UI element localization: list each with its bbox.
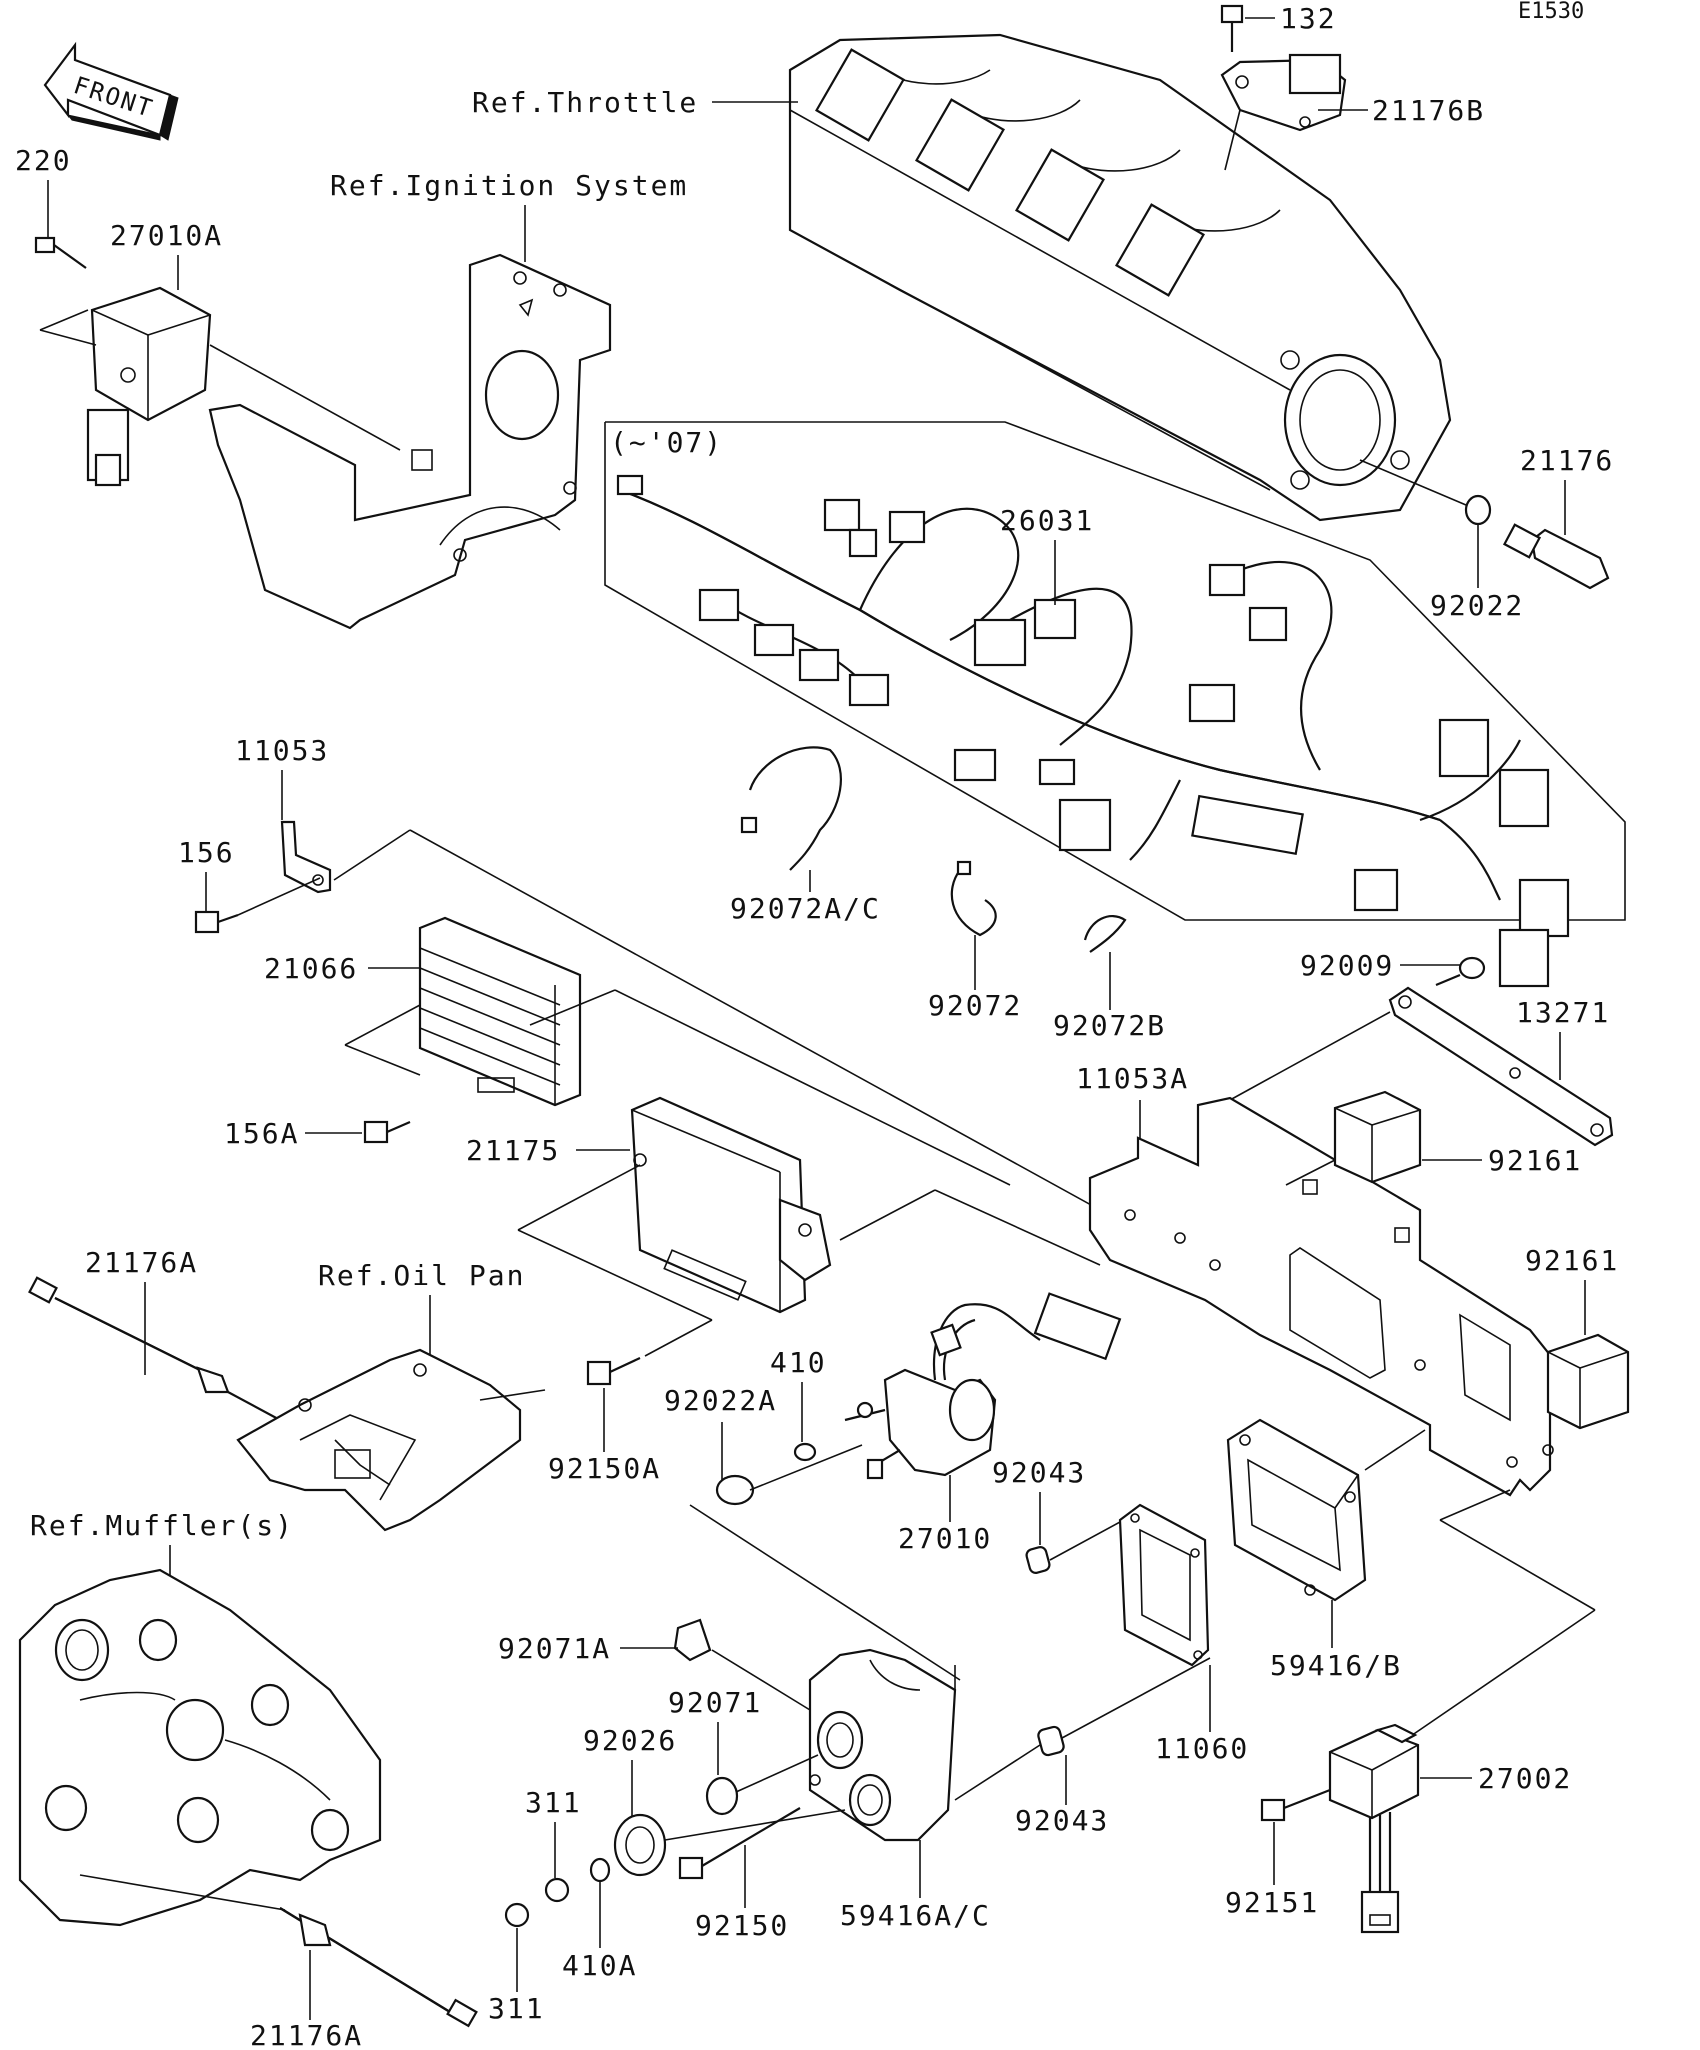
nut-311a-drawing xyxy=(544,1877,570,1903)
pad-92161a-drawing xyxy=(1333,1090,1422,1184)
sensor-21176A-lower-drawing xyxy=(279,1907,478,2028)
cap-92071A-drawing xyxy=(673,1618,712,1662)
bolt-220-drawing xyxy=(34,236,87,269)
part-21176: 21176 xyxy=(1520,444,1614,477)
ref-muffler: Ref.Muffler(s) xyxy=(30,1509,294,1542)
ref-throttle: Ref.Throttle xyxy=(472,86,698,119)
cover-59416AC-drawing xyxy=(808,1648,957,1842)
part-92071: 92071 xyxy=(668,1686,762,1719)
bolt-156A-drawing xyxy=(363,1120,411,1144)
part-311b: 311 xyxy=(488,1992,545,2025)
part-156A: 156A xyxy=(224,1117,299,1150)
diagram-code: E1530 xyxy=(1518,0,1584,24)
nut-311b-drawing xyxy=(504,1902,530,1928)
housing-59416B-drawing xyxy=(1226,1418,1367,1602)
clamp-92072B-drawing xyxy=(1083,914,1127,953)
part-21176B: 21176B xyxy=(1372,94,1485,127)
part-92151: 92151 xyxy=(1225,1886,1319,1919)
ref-ignition-system: Ref.Ignition System xyxy=(330,169,688,202)
sensor-27002-drawing xyxy=(1328,1723,1420,1934)
part-92026: 92026 xyxy=(583,1724,677,1757)
relay-27010A-drawing xyxy=(86,286,212,487)
part-27010: 27010 xyxy=(898,1522,992,1555)
ignition-bracket-drawing xyxy=(208,253,612,630)
part-11053: 11053 xyxy=(235,734,329,767)
harness-frame xyxy=(604,421,1626,921)
washer-410A-drawing xyxy=(589,1857,611,1883)
part-311a: 311 xyxy=(525,1786,582,1819)
oil-pan-drawing xyxy=(236,1348,522,1532)
ecu-21175-drawing xyxy=(630,1096,832,1314)
part-410: 410 xyxy=(770,1346,827,1379)
part-92071A: 92071A xyxy=(498,1632,611,1665)
part-92022: 92022 xyxy=(1430,589,1524,622)
sensor-21176B-drawing xyxy=(1220,53,1347,132)
gasket-11060-drawing xyxy=(1118,1503,1210,1667)
bolt-92150A-drawing xyxy=(586,1357,641,1386)
part-21175: 21175 xyxy=(466,1134,560,1167)
part-21176A: 21176A xyxy=(85,1246,198,1279)
plate-13271-drawing xyxy=(1388,986,1614,1147)
bracket-11053A-drawing xyxy=(1088,1096,1554,1497)
throttle-body-drawing xyxy=(788,33,1452,522)
part-13271: 13271 xyxy=(1516,996,1610,1029)
part-59416B: 59416/B xyxy=(1270,1649,1402,1682)
sensor-21176A-drawing xyxy=(28,1276,281,1421)
part-59416AC: 59416A/C xyxy=(840,1899,991,1932)
grommet-92071-drawing xyxy=(705,1776,739,1816)
bolt-132-drawing xyxy=(1220,4,1244,52)
part-92043a: 92043 xyxy=(992,1456,1086,1489)
part-92150: 92150 xyxy=(695,1909,789,1942)
washer-92022-drawing xyxy=(1464,494,1492,526)
part-220: 220 xyxy=(15,144,72,177)
part-92161a: 92161 xyxy=(1488,1144,1582,1177)
part-92022A: 92022A xyxy=(664,1384,777,1417)
ref-year: (~'07) xyxy=(610,426,723,459)
washer-92022A-drawing xyxy=(715,1474,755,1506)
wiring-harness-26031-drawing xyxy=(616,474,1570,988)
regulator-21066-drawing xyxy=(418,916,582,1107)
relay-27010-drawing xyxy=(844,1292,1122,1480)
part-92072B: 92072B xyxy=(1053,1009,1166,1042)
screw-92009-drawing xyxy=(1435,956,1486,987)
part-132: 132 xyxy=(1280,2,1337,35)
part-92072: 92072 xyxy=(928,989,1022,1022)
part-27002: 27002 xyxy=(1478,1762,1572,1795)
washer-410-drawing xyxy=(793,1442,817,1462)
bolt-92150-drawing xyxy=(678,1807,801,1880)
part-11053A: 11053A xyxy=(1076,1062,1189,1095)
bolt-92151-drawing xyxy=(1260,1788,1331,1822)
clamp-92072AC-drawing xyxy=(740,746,842,871)
part-92150A: 92150A xyxy=(548,1452,661,1485)
ref-oil-pan: Ref.Oil Pan xyxy=(318,1259,525,1292)
part-21176A-lower: 21176A xyxy=(250,2019,363,2050)
pad-92161b-drawing xyxy=(1546,1333,1630,1430)
part-92043b: 92043 xyxy=(1015,1804,1109,1837)
part-11060: 11060 xyxy=(1155,1732,1249,1765)
pin-92043b-drawing xyxy=(1037,1725,1065,1757)
part-410A: 410A xyxy=(562,1949,637,1982)
front-arrow-icon: FRONT xyxy=(43,41,179,141)
part-92161b: 92161 xyxy=(1525,1244,1619,1277)
part-26031: 26031 xyxy=(1000,504,1094,537)
part-92009: 92009 xyxy=(1300,949,1394,982)
part-156: 156 xyxy=(178,836,235,869)
bolt-156-drawing xyxy=(194,910,239,934)
part-21066: 21066 xyxy=(264,952,358,985)
part-27010A: 27010A xyxy=(110,219,223,252)
bracket-11053-drawing xyxy=(280,820,332,894)
pin-92043a-drawing xyxy=(1025,1546,1051,1574)
part-92072AC: 92072A/C xyxy=(730,892,881,925)
muffler-drawing xyxy=(18,1568,382,1927)
clamp-92072-drawing xyxy=(950,860,997,937)
seal-92026-drawing xyxy=(613,1813,667,1877)
sensor-21176-drawing xyxy=(1502,523,1610,590)
